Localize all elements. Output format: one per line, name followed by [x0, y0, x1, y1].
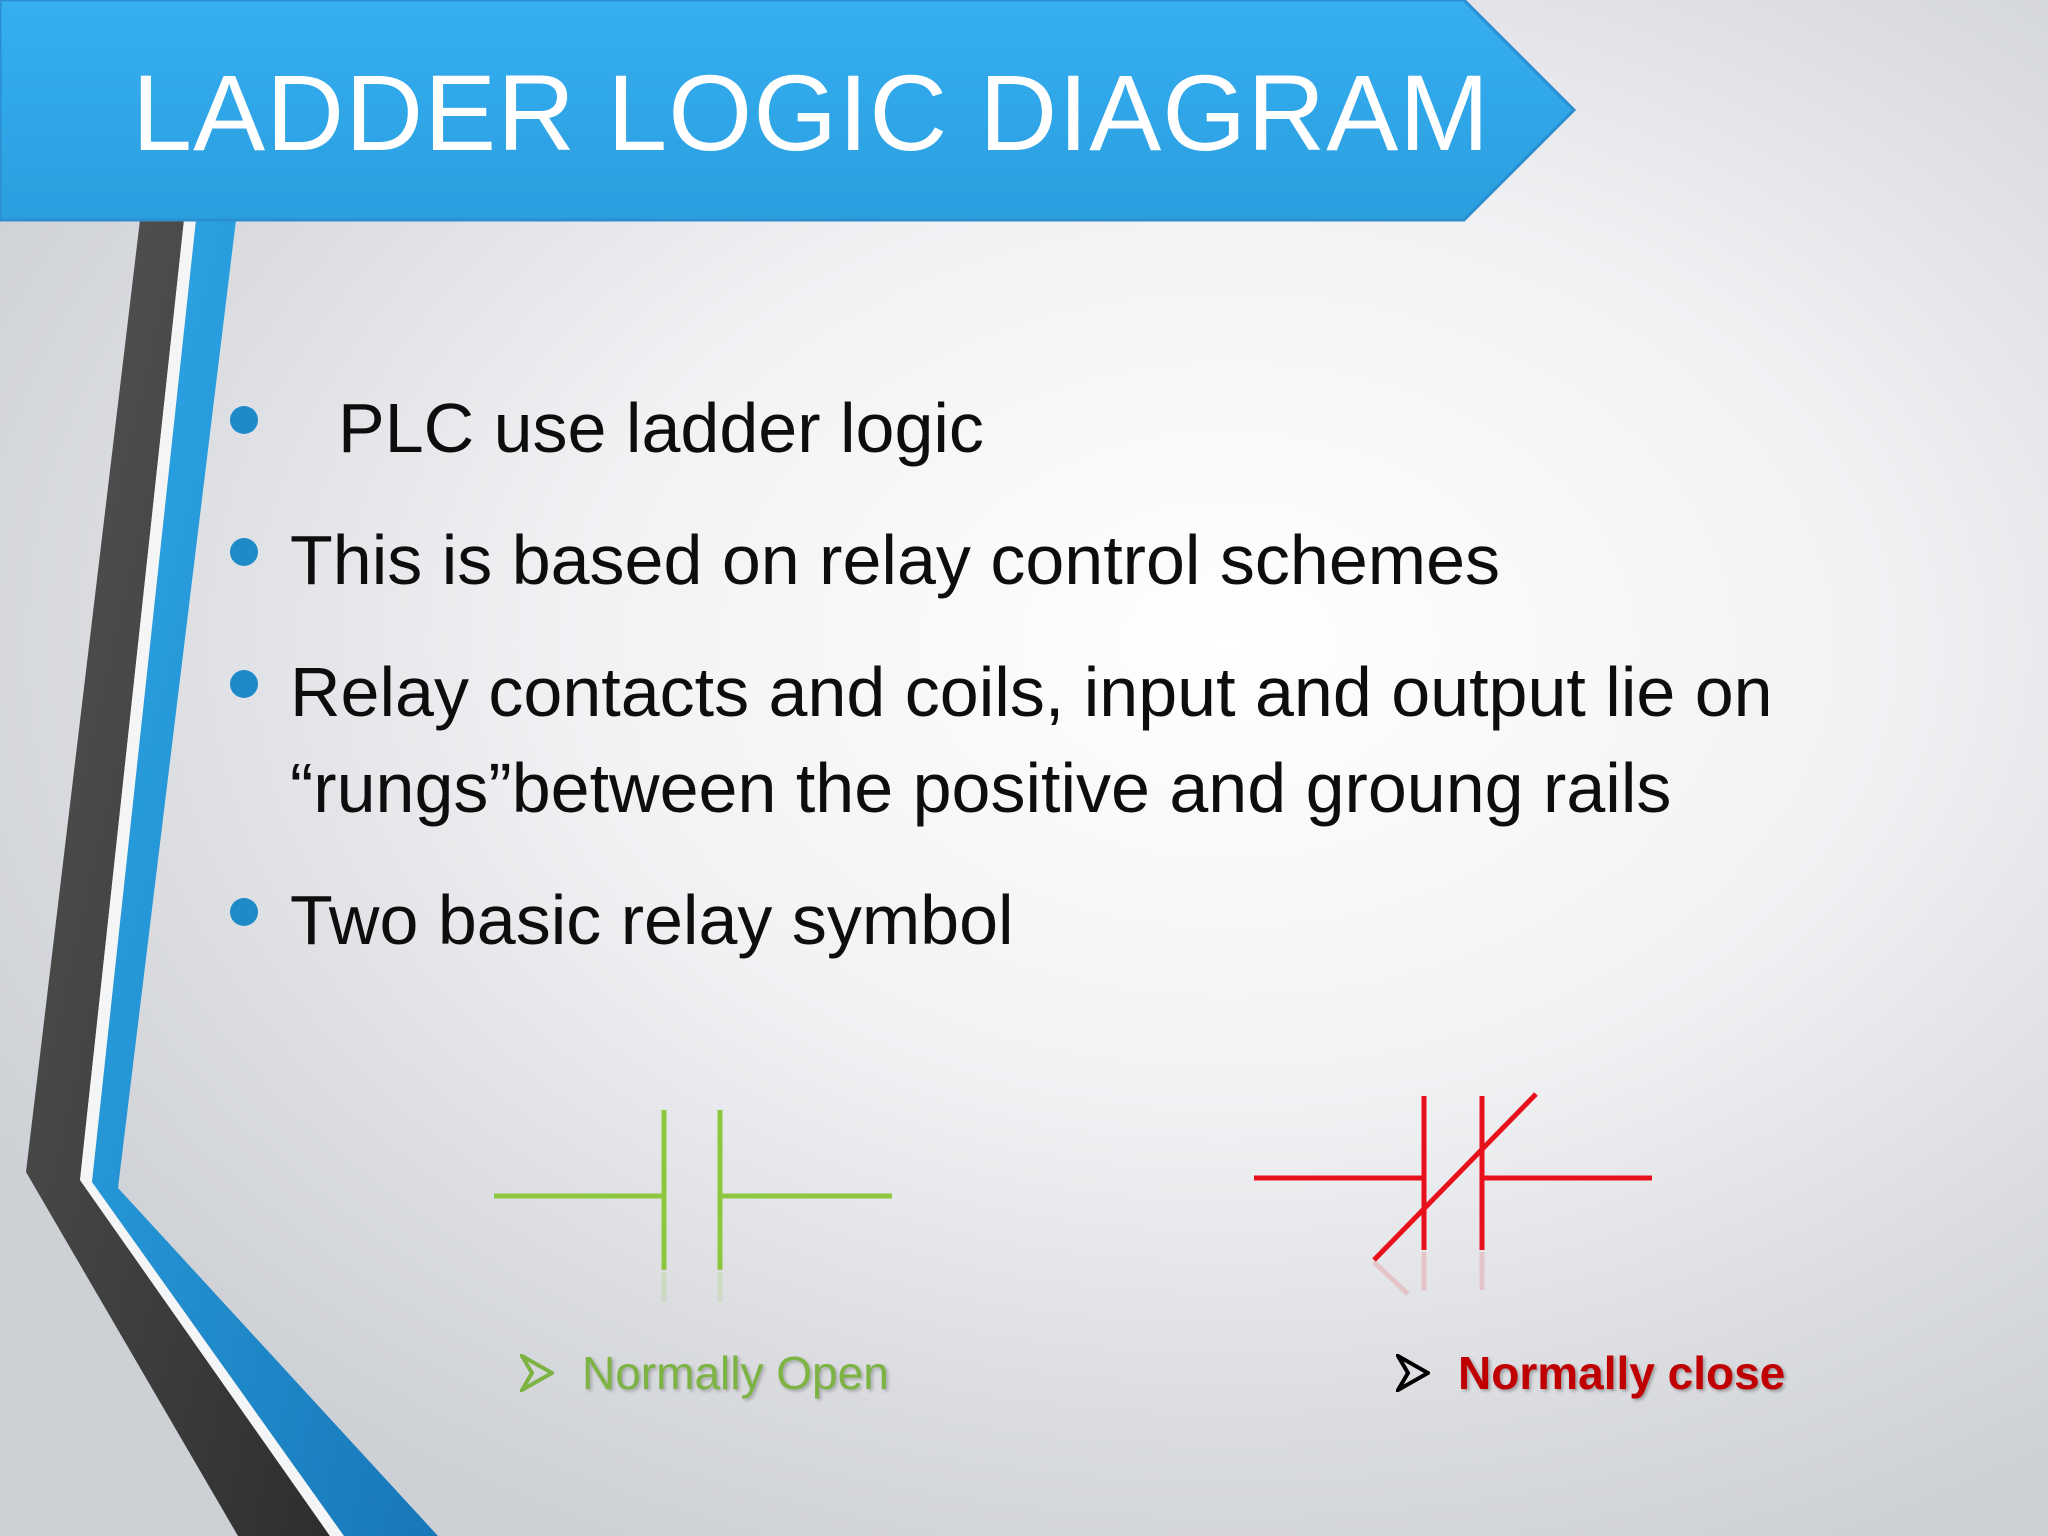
bullet-text: Relay contacts and coils, input and outp…	[290, 653, 1773, 827]
normally-close-contact-symbol	[1254, 1092, 1652, 1296]
dark-stripe-shape	[26, 220, 330, 1536]
title-banner-shape	[0, 0, 1577, 222]
bullet-dot-icon	[230, 406, 258, 434]
bullet-list: PLC use ladder logic This is based on re…	[222, 380, 1922, 1004]
bullet-dot-icon	[230, 670, 258, 698]
bullet-dot-icon	[230, 538, 258, 566]
normally-open-caption: Normally Open	[520, 1346, 889, 1400]
slide-title: LADDER LOGIC DIAGRAM	[132, 52, 1491, 173]
normally-open-contact-symbol	[494, 1110, 892, 1302]
blue-stripe-shape	[92, 220, 438, 1536]
bullet-text: Two basic relay symbol	[290, 881, 1014, 959]
arrowhead-bullet-icon	[1396, 1354, 1430, 1392]
bullet-item: Two basic relay symbol	[222, 872, 1922, 968]
bullet-item: PLC use ladder logic	[222, 380, 1922, 476]
normally-close-label: Normally close	[1458, 1347, 1786, 1399]
normally-close-caption: Normally close	[1396, 1346, 1785, 1400]
bullet-text: This is based on relay control schemes	[290, 521, 1500, 599]
bullet-text: PLC use ladder logic	[338, 389, 984, 467]
bullet-item: This is based on relay control schemes	[222, 512, 1922, 608]
normally-open-label: Normally Open	[582, 1347, 889, 1399]
bullet-dot-icon	[230, 898, 258, 926]
bullet-item: Relay contacts and coils, input and outp…	[222, 644, 1922, 836]
arrowhead-bullet-icon	[520, 1354, 554, 1392]
